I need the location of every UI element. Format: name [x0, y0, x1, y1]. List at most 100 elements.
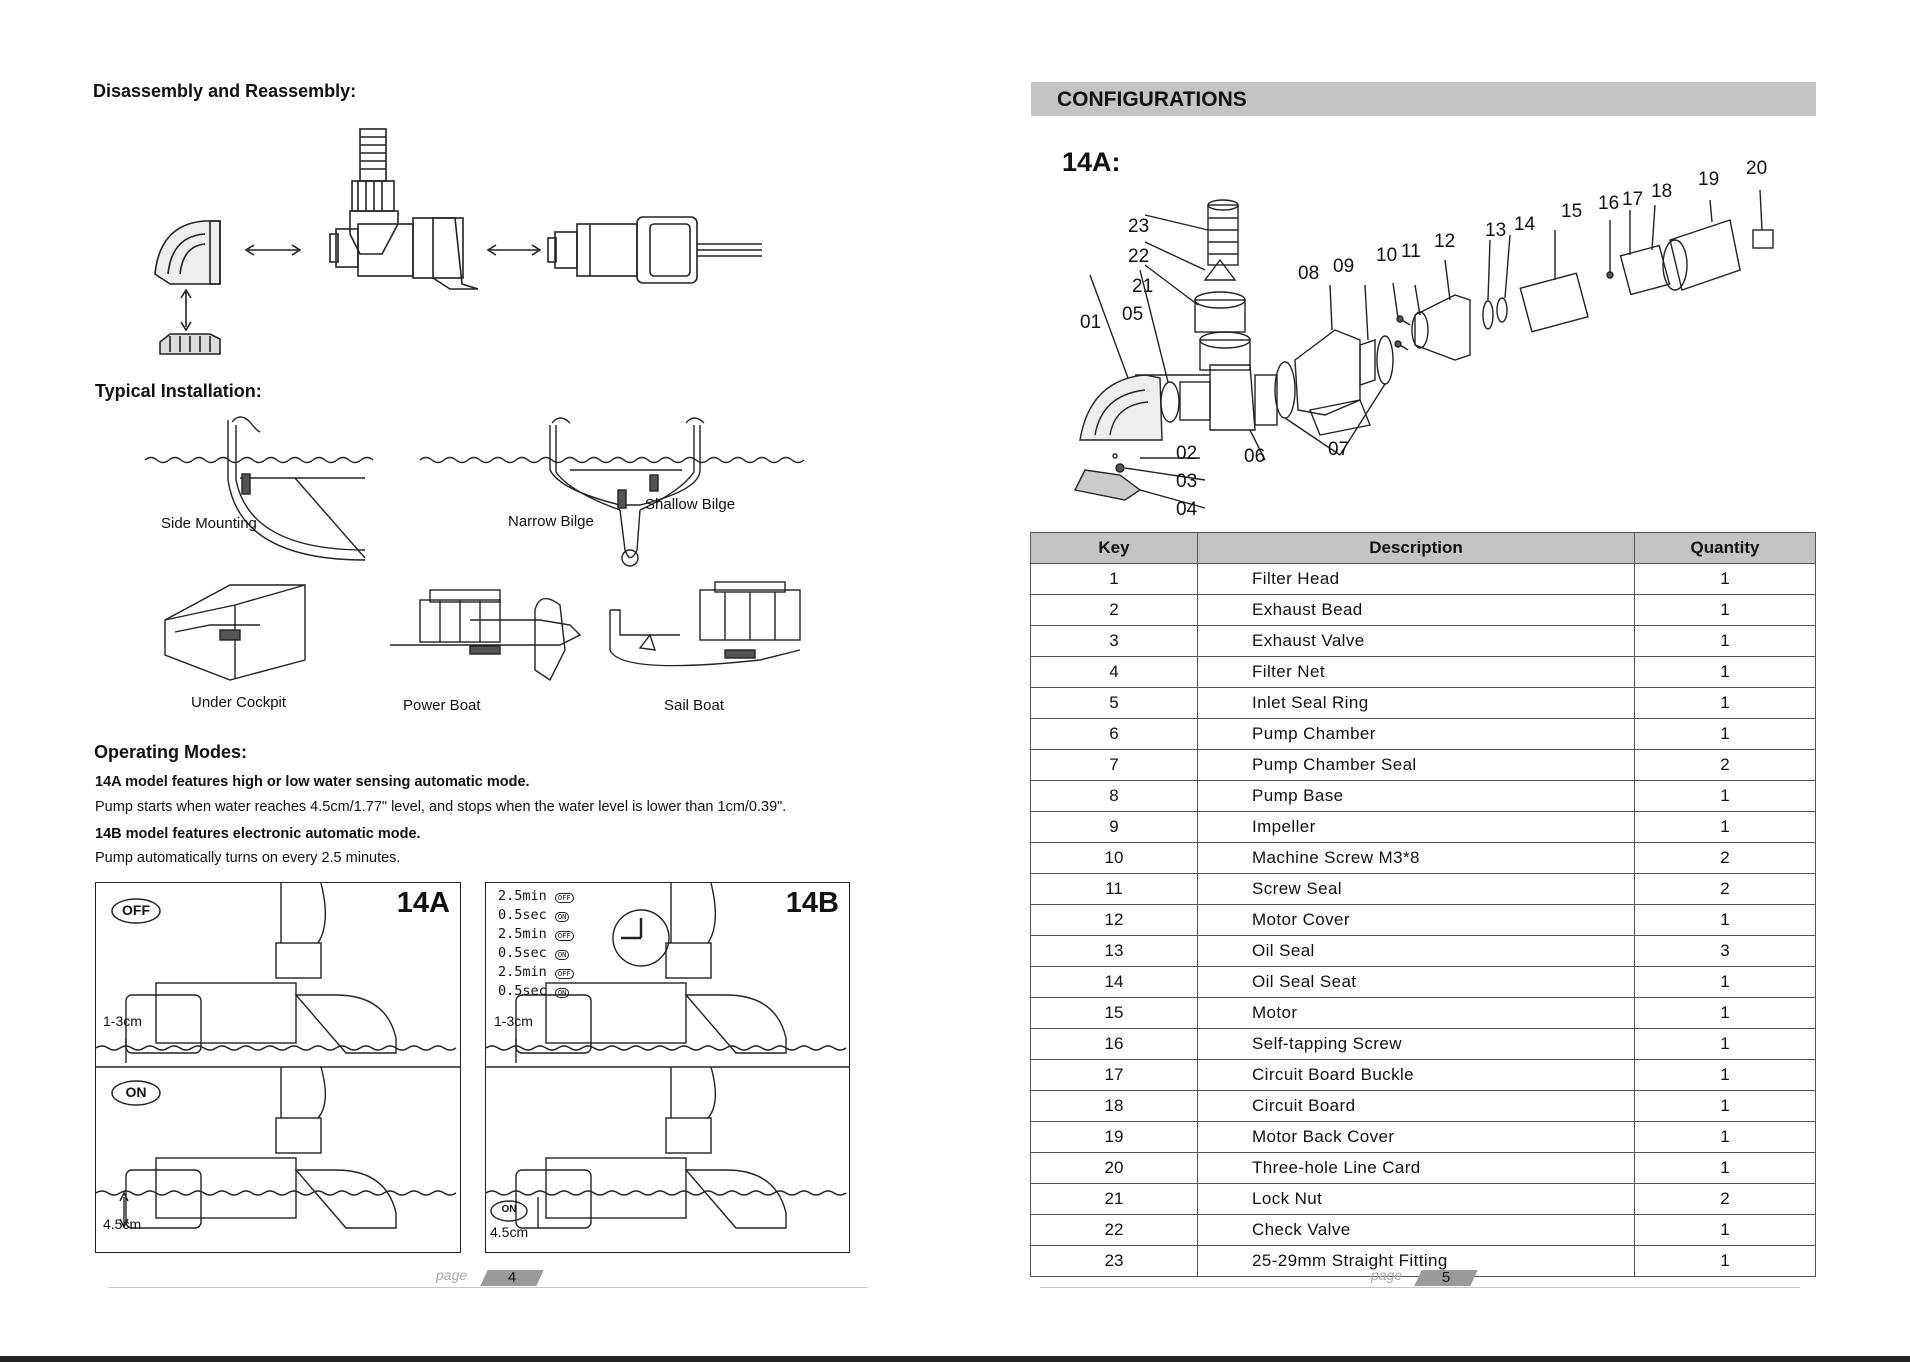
row-description: Screw Seal — [1197, 873, 1635, 905]
row-description: Pump Chamber — [1197, 718, 1635, 750]
mode-14b-text: Pump automatically turns on every 2.5 mi… — [95, 850, 401, 866]
row-key: 3 — [1030, 625, 1198, 657]
callout-22: 22 — [1128, 246, 1150, 267]
row-key: 18 — [1030, 1090, 1198, 1122]
row-key: 12 — [1030, 904, 1198, 936]
mode-14b-heading: 14B model features electronic automatic … — [95, 826, 421, 842]
row-key: 7 — [1030, 749, 1198, 781]
timer-row: 2.5min OFF — [498, 888, 574, 907]
row-key: 1 — [1030, 563, 1198, 595]
mode-14a-heading: 14A model features high or low water sen… — [95, 774, 530, 790]
footer-line — [108, 1287, 868, 1288]
callout-12: 12 — [1434, 231, 1456, 252]
label-narrow-bilge: Narrow Bilge — [508, 513, 594, 530]
label-shallow-bilge: Shallow Bilge — [645, 496, 736, 513]
row-key: 10 — [1030, 842, 1198, 874]
row-quantity: 1 — [1634, 563, 1816, 595]
row-quantity: 2 — [1634, 842, 1816, 874]
callout-04: 04 — [1176, 499, 1198, 520]
disassembly-diagram — [154, 128, 762, 355]
row-description: Filter Head — [1197, 563, 1635, 595]
row-description: Motor Back Cover — [1197, 1121, 1635, 1153]
row-quantity: 1 — [1634, 687, 1816, 719]
row-quantity: 1 — [1634, 811, 1816, 843]
panel-14a-model: 14A — [396, 887, 450, 919]
panel-14a: OFF ON 14A 1-3cm 4.5cm — [95, 882, 461, 1253]
footer-line-right — [1040, 1287, 1800, 1288]
row-key: 23 — [1030, 1245, 1198, 1277]
row-quantity: 1 — [1634, 625, 1816, 657]
callout-17: 17 — [1622, 189, 1644, 210]
installation-title: Typical Installation: — [95, 381, 262, 401]
callout-13: 13 — [1485, 220, 1507, 241]
row-description: Self-tapping Screw — [1197, 1028, 1635, 1060]
row-description: Impeller — [1197, 811, 1635, 843]
label-under-cockpit: Under Cockpit — [191, 694, 287, 711]
timer-row: 2.5min OFF — [498, 964, 574, 983]
row-description: Exhaust Valve — [1197, 625, 1635, 657]
row-key: 14 — [1030, 966, 1198, 998]
row-quantity: 1 — [1634, 1028, 1816, 1060]
label-power-boat: Power Boat — [403, 697, 481, 714]
page-word: page — [436, 1267, 468, 1283]
callout-08: 08 — [1298, 263, 1320, 284]
panel-14b-on-badge: ON — [501, 1204, 517, 1215]
row-quantity: 1 — [1634, 594, 1816, 626]
row-description: Oil Seal Seat — [1197, 966, 1635, 998]
row-quantity: 1 — [1634, 1245, 1816, 1277]
timer-row: 0.5sec ON — [498, 983, 574, 1002]
callout-14: 14 — [1514, 214, 1536, 235]
row-key: 19 — [1030, 1121, 1198, 1153]
callout-15: 15 — [1561, 201, 1583, 222]
callout-10: 10 — [1376, 245, 1398, 266]
callout-18: 18 — [1651, 181, 1673, 202]
label-sail-boat: Sail Boat — [664, 697, 725, 714]
installation-diagram — [144, 416, 805, 682]
timer-row: 2.5min OFF — [498, 926, 574, 945]
timer-row: 0.5sec ON — [498, 945, 574, 964]
configurations-header: CONFIGURATIONS — [1031, 82, 1816, 116]
row-key: 17 — [1030, 1059, 1198, 1091]
row-description: Pump Base — [1197, 780, 1635, 812]
row-description: 25-29mm Straight Fitting — [1197, 1245, 1635, 1277]
bottom-rule — [0, 1356, 1910, 1362]
left-page: Disassembly and Reassembly: — [93, 81, 868, 1288]
row-key: 20 — [1030, 1152, 1198, 1184]
mode-14a-text: Pump starts when water reaches 4.5cm/1.7… — [95, 799, 787, 815]
row-quantity: 2 — [1634, 1183, 1816, 1215]
row-description: Circuit Board — [1197, 1090, 1635, 1122]
row-key: 8 — [1030, 780, 1198, 812]
row-quantity: 1 — [1634, 656, 1816, 688]
panel-14b-low-level: 1-3cm — [494, 1013, 533, 1029]
row-description: Three-hole Line Card — [1197, 1152, 1635, 1184]
row-quantity: 3 — [1634, 935, 1816, 967]
row-key: 5 — [1030, 687, 1198, 719]
row-key: 9 — [1030, 811, 1198, 843]
table-header-row: Key Description Quantity — [1030, 532, 1816, 564]
timer-row: 0.5sec ON — [498, 907, 574, 926]
callout-21: 21 — [1132, 276, 1154, 297]
row-quantity: 1 — [1634, 780, 1816, 812]
row-quantity: 1 — [1634, 718, 1816, 750]
row-quantity: 1 — [1634, 904, 1816, 936]
header-quantity: Quantity — [1634, 532, 1816, 564]
row-description: Circuit Board Buckle — [1197, 1059, 1635, 1091]
callout-03: 03 — [1176, 471, 1198, 492]
row-description: Oil Seal — [1197, 935, 1635, 967]
